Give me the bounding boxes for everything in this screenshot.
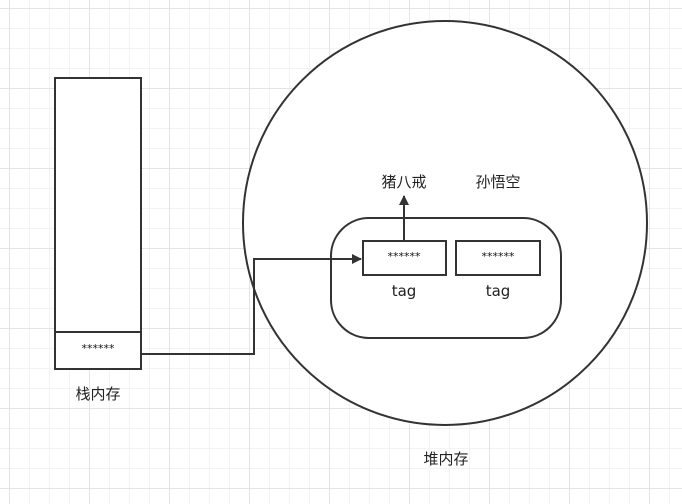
field-left-label: tag xyxy=(392,282,417,300)
stack-slot xyxy=(54,331,142,370)
stack-slot-value: ****** xyxy=(82,342,116,355)
value-sunwukong: 孙悟空 xyxy=(475,173,520,191)
heap-memory-label: 堆内存 xyxy=(423,450,468,468)
heap-object xyxy=(330,217,562,339)
field-right-label: tag xyxy=(486,282,511,300)
arrow-stack-to-heap xyxy=(141,254,362,355)
field-right-box xyxy=(455,240,541,276)
stack-memory-column xyxy=(54,77,142,370)
field-left-value: ****** xyxy=(388,250,422,263)
stack-memory-label: 栈内存 xyxy=(75,385,120,403)
value-zhubajie: 猪八戒 xyxy=(381,173,426,191)
field-right-value: ****** xyxy=(482,250,516,263)
